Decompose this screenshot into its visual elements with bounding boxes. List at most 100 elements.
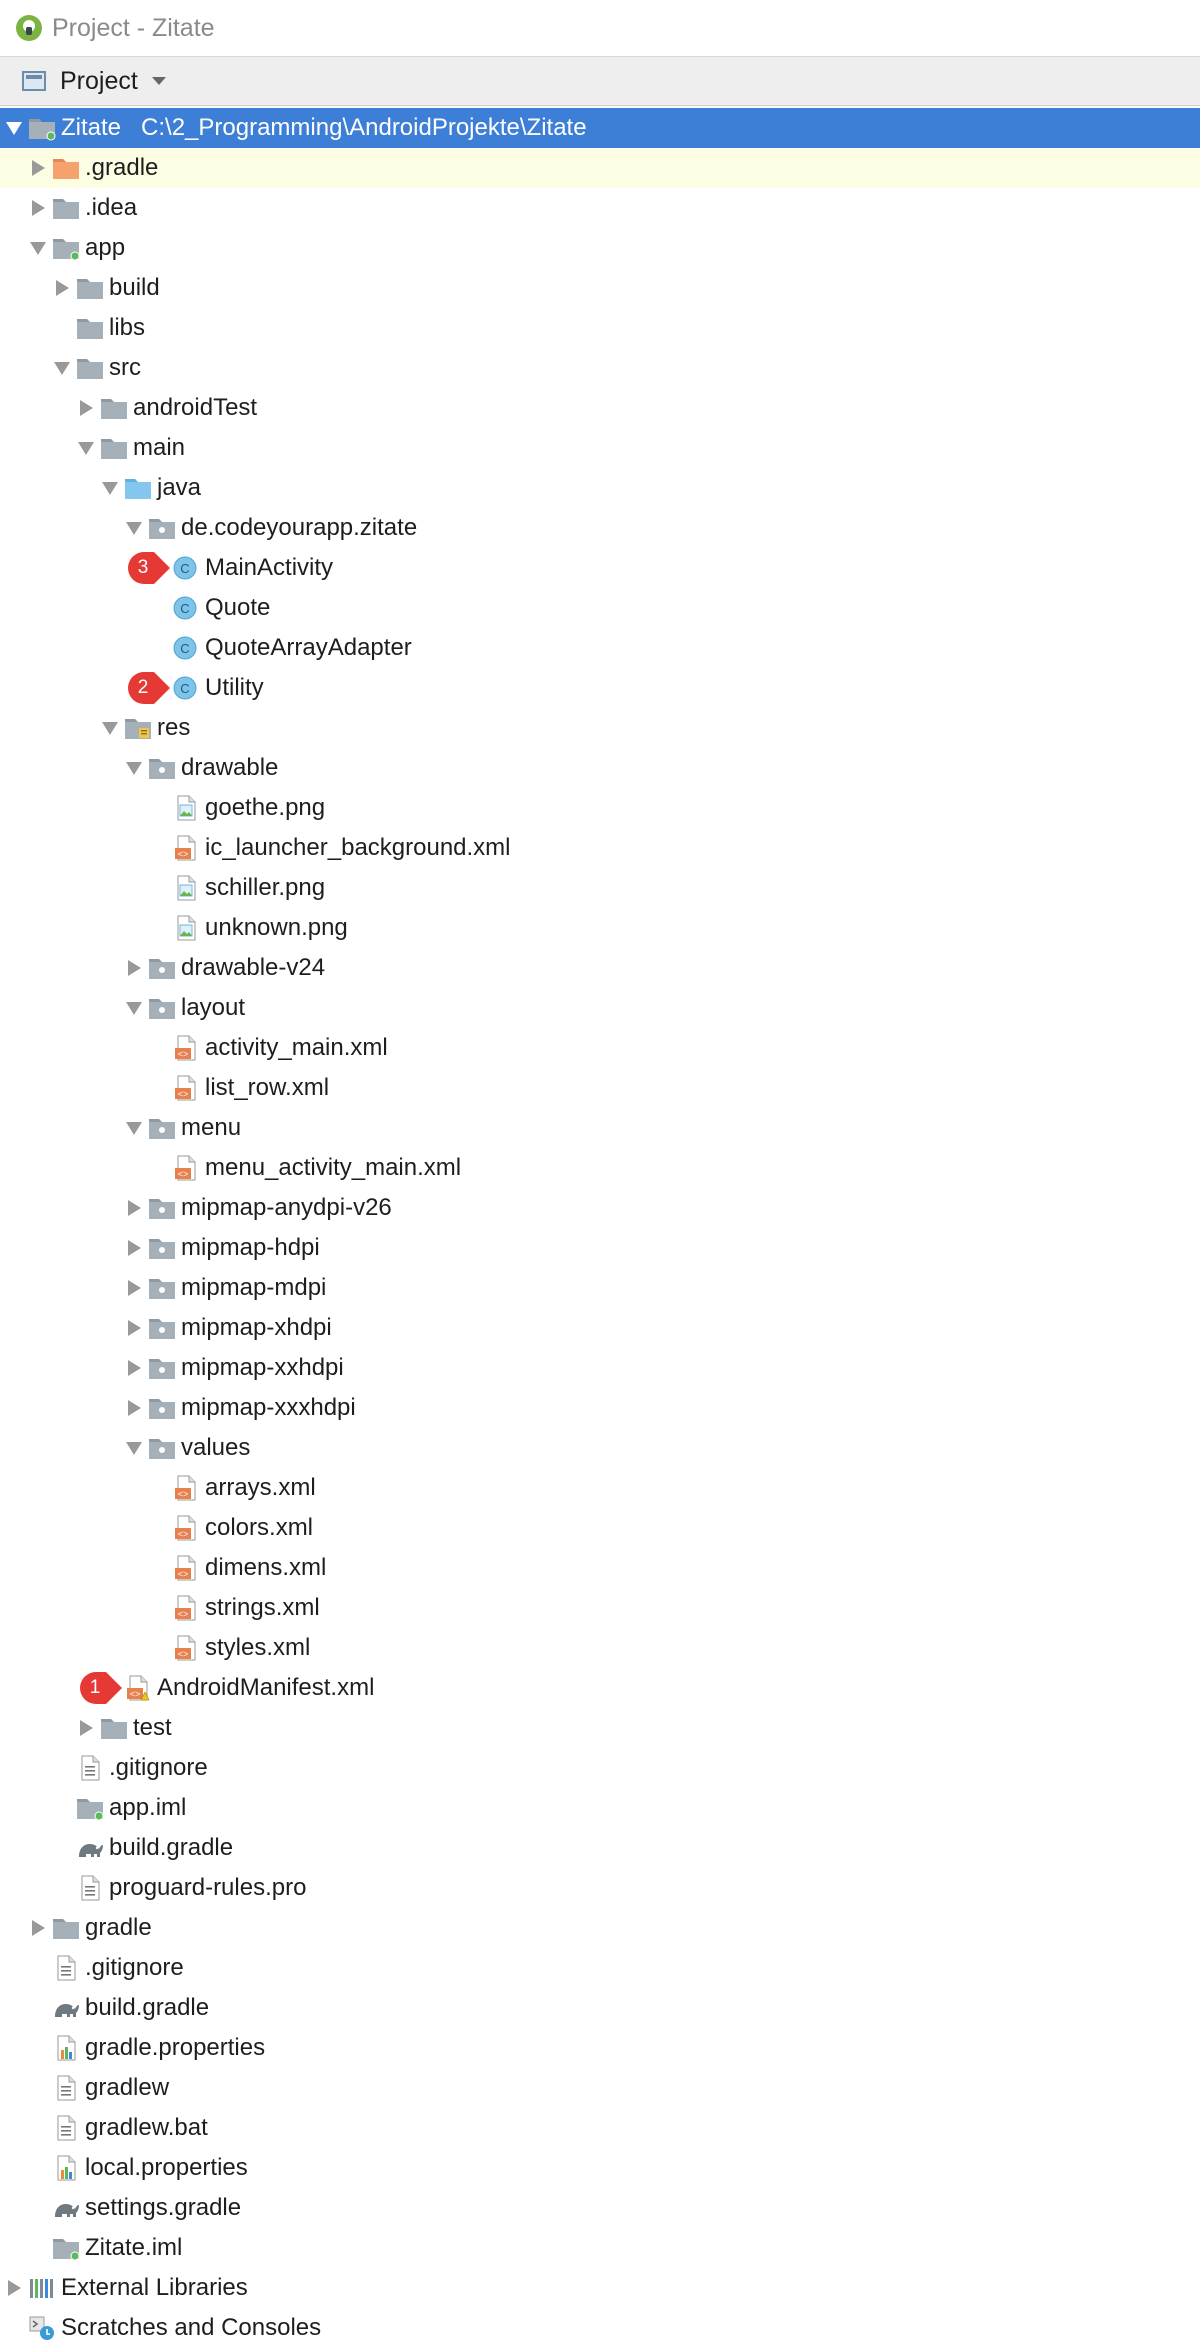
- expand-arrow-right-icon[interactable]: [32, 160, 45, 176]
- expand-arrow-down-icon[interactable]: [102, 722, 118, 735]
- tree-row[interactable]: unknown.png: [0, 908, 1200, 948]
- expand-arrow-right-icon[interactable]: [32, 1920, 45, 1936]
- expand-arrow-right-icon[interactable]: [128, 1200, 141, 1216]
- tree-row[interactable]: androidTest: [0, 388, 1200, 428]
- expand-arrow-down-icon[interactable]: [6, 122, 22, 135]
- tree-row[interactable]: gradlew.bat: [0, 2108, 1200, 2148]
- project-view-selector[interactable]: Project: [60, 66, 138, 95]
- tree-row-label: list_row.xml: [205, 1068, 329, 1108]
- tree-row[interactable]: build.gradle: [0, 1988, 1200, 2028]
- tree-row-label: settings.gradle: [85, 2188, 241, 2228]
- tree-row[interactable]: <>menu_activity_main.xml: [0, 1148, 1200, 1188]
- tree-row[interactable]: proguard-rules.pro: [0, 1868, 1200, 1908]
- expand-arrow-right-icon[interactable]: [128, 1240, 141, 1256]
- expand-arrow-down-icon[interactable]: [102, 482, 118, 495]
- expand-arrow-right-icon[interactable]: [128, 1320, 141, 1336]
- tree-row[interactable]: mipmap-mdpi: [0, 1268, 1200, 1308]
- text-file-icon: [76, 1875, 104, 1901]
- tree-row[interactable]: <>styles.xml: [0, 1628, 1200, 1668]
- tree-row[interactable]: layout: [0, 988, 1200, 1028]
- tree-row[interactable]: java: [0, 468, 1200, 508]
- tree-row[interactable]: <>colors.xml: [0, 1508, 1200, 1548]
- expand-arrow-right-icon[interactable]: [80, 1720, 93, 1736]
- tree-row-label: Scratches and Consoles: [61, 2308, 321, 2348]
- tree-node-name: .idea: [85, 194, 138, 221]
- expand-arrow-down-icon[interactable]: [126, 522, 142, 535]
- class-icon: C: [172, 675, 200, 701]
- expand-arrow-right-icon[interactable]: [128, 1280, 141, 1296]
- tree-row[interactable]: <>ic_launcher_background.xml: [0, 828, 1200, 868]
- tree-row-label: libs: [109, 308, 145, 348]
- chevron-down-icon[interactable]: [151, 77, 166, 85]
- tree-row-label: res: [157, 708, 190, 748]
- tree-row-label: Utility: [205, 668, 264, 708]
- expand-arrow-right-icon[interactable]: [128, 1400, 141, 1416]
- tree-row[interactable]: <>activity_main.xml: [0, 1028, 1200, 1068]
- tree-row[interactable]: libs: [0, 308, 1200, 348]
- manifest-file-icon: <>: [124, 1675, 152, 1701]
- tree-row-label: colors.xml: [205, 1508, 313, 1548]
- expand-arrow-down-icon[interactable]: [126, 762, 142, 775]
- tree-row[interactable]: build: [0, 268, 1200, 308]
- tree-row[interactable]: .gitignore: [0, 1948, 1200, 1988]
- tree-row[interactable]: .gradle: [0, 148, 1200, 188]
- callout-number: 2: [137, 677, 149, 698]
- tree-row[interactable]: drawable: [0, 748, 1200, 788]
- tree-row-label: .gitignore: [85, 1948, 184, 1988]
- tree-row[interactable]: mipmap-xxxhdpi: [0, 1388, 1200, 1428]
- expand-arrow-right-icon[interactable]: [32, 200, 45, 216]
- expand-arrow-right-icon[interactable]: [80, 400, 93, 416]
- expand-arrow-down-icon[interactable]: [30, 242, 46, 255]
- expand-arrow-down-icon[interactable]: [126, 1002, 142, 1015]
- expand-arrow-right-icon[interactable]: [128, 960, 141, 976]
- tree-row[interactable]: .idea: [0, 188, 1200, 228]
- tree-row[interactable]: res: [0, 708, 1200, 748]
- tree-row[interactable]: app.iml: [0, 1788, 1200, 1828]
- tree-row[interactable]: External Libraries: [0, 2268, 1200, 2308]
- tree-row[interactable]: settings.gradle: [0, 2188, 1200, 2228]
- tree-row[interactable]: Scratches and Consoles: [0, 2308, 1200, 2348]
- tree-row[interactable]: gradlew: [0, 2068, 1200, 2108]
- tree-row[interactable]: <>dimens.xml: [0, 1548, 1200, 1588]
- expand-arrow-down-icon[interactable]: [126, 1122, 142, 1135]
- tree-row[interactable]: schiller.png: [0, 868, 1200, 908]
- tree-row[interactable]: mipmap-anydpi-v26: [0, 1188, 1200, 1228]
- tree-row[interactable]: src: [0, 348, 1200, 388]
- text-file-icon: [76, 1755, 104, 1781]
- tree-row[interactable]: de.codeyourapp.zitate: [0, 508, 1200, 548]
- tree-row[interactable]: <>strings.xml: [0, 1588, 1200, 1628]
- tree-row[interactable]: drawable-v24: [0, 948, 1200, 988]
- tree-row[interactable]: gradle.properties: [0, 2028, 1200, 2068]
- tree-row[interactable]: local.properties: [0, 2148, 1200, 2188]
- folder-icon: [100, 395, 128, 421]
- expand-arrow-right-icon[interactable]: [128, 1360, 141, 1376]
- tree-row[interactable]: app: [0, 228, 1200, 268]
- tree-row[interactable]: values: [0, 1428, 1200, 1468]
- tree-row[interactable]: <>arrays.xml: [0, 1468, 1200, 1508]
- tree-row[interactable]: Zitate.iml: [0, 2228, 1200, 2268]
- tree-row[interactable]: gradle: [0, 1908, 1200, 1948]
- tree-row[interactable]: mipmap-xxhdpi: [0, 1348, 1200, 1388]
- tree-row[interactable]: test: [0, 1708, 1200, 1748]
- tree-row[interactable]: mipmap-hdpi: [0, 1228, 1200, 1268]
- expand-arrow-right-icon[interactable]: [8, 2280, 21, 2296]
- expand-arrow-right-icon[interactable]: [56, 280, 69, 296]
- tree-row[interactable]: mipmap-xhdpi: [0, 1308, 1200, 1348]
- tree-row[interactable]: <>list_row.xml: [0, 1068, 1200, 1108]
- tree-row[interactable]: menu: [0, 1108, 1200, 1148]
- expand-arrow-down-icon[interactable]: [126, 1442, 142, 1455]
- expand-arrow-down-icon[interactable]: [54, 362, 70, 375]
- expand-arrow-down-icon[interactable]: [78, 442, 94, 455]
- tree-row[interactable]: build.gradle: [0, 1828, 1200, 1868]
- tree-row[interactable]: goethe.png: [0, 788, 1200, 828]
- tree-node-name: res: [157, 714, 191, 741]
- tree-row[interactable]: main: [0, 428, 1200, 468]
- tree-row[interactable]: .gitignore: [0, 1748, 1200, 1788]
- callout-number: 1: [89, 1677, 101, 1698]
